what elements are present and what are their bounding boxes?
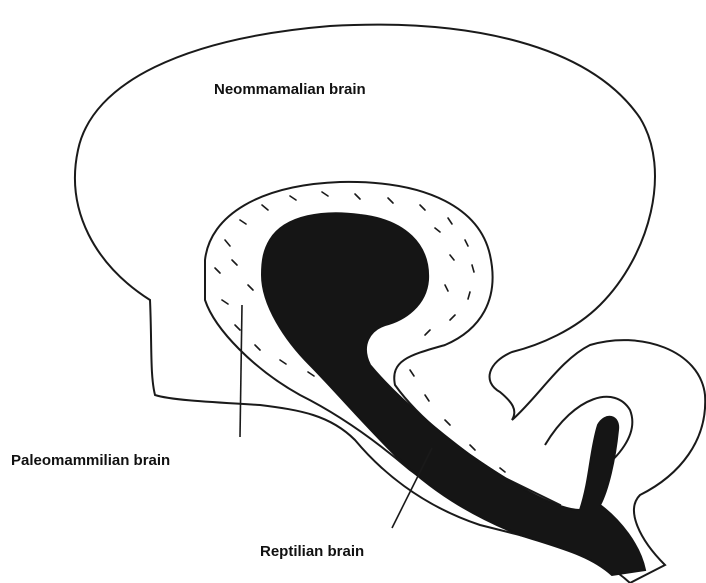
neomammalian-brain-label: Neommamalian brain (214, 81, 366, 98)
paleomammilian-brain-label: Paleomammilian brain (11, 452, 170, 469)
reptilian-brain-label: Reptilian brain (260, 543, 364, 560)
brainstem-inner-outline (545, 397, 632, 470)
